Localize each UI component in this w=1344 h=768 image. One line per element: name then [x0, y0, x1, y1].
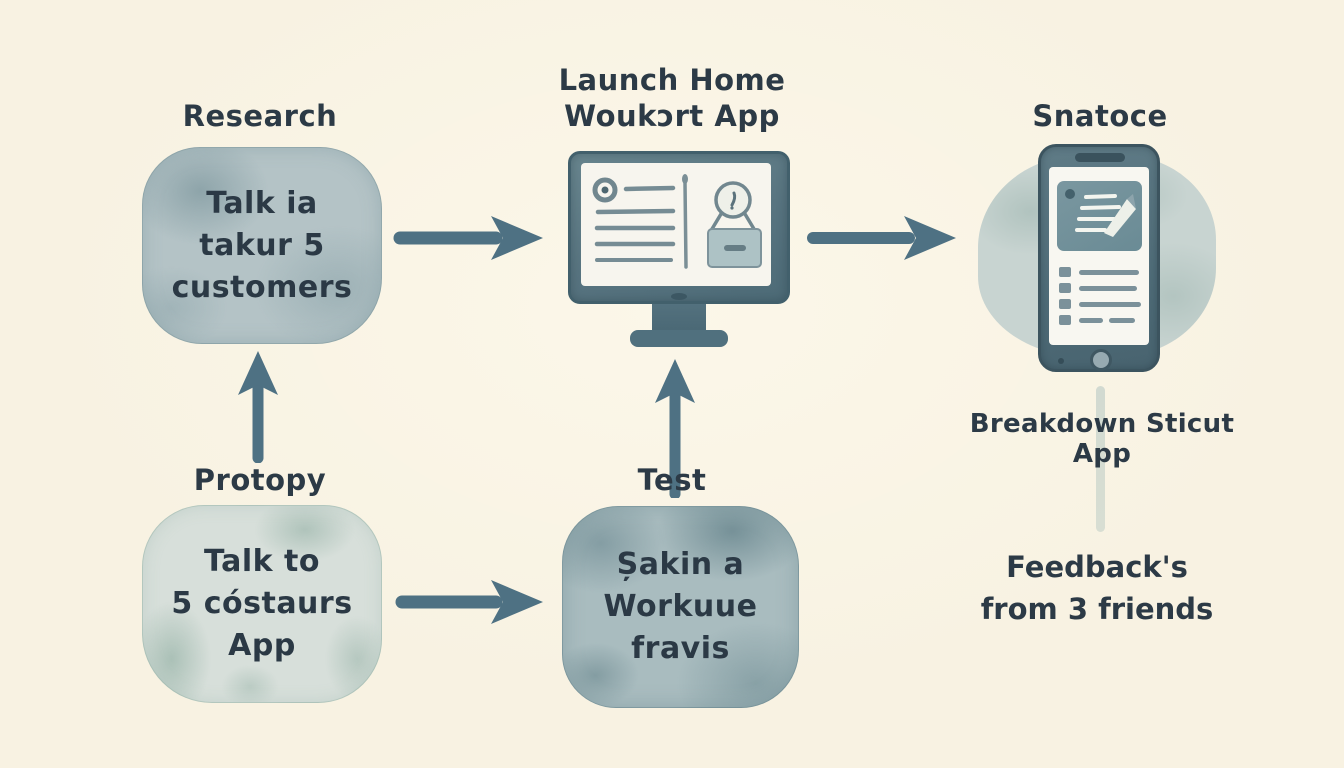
- monitor-stand-base: [630, 330, 728, 347]
- phone-screen-card: [1057, 181, 1142, 251]
- protopy-node-text: Talk to 5 cóstaurs App: [171, 541, 352, 667]
- protopy-node-title: Protopy: [193, 463, 327, 497]
- research-text-line3: customers: [171, 269, 353, 305]
- phone-camera-dot: [1058, 358, 1064, 364]
- checkbox-icon: [1059, 299, 1071, 309]
- test-node-box: Șakin a Workuue fravis: [562, 506, 799, 708]
- research-node-text: Talk ia takur 5 customers: [172, 183, 353, 309]
- list-line: [1079, 301, 1141, 307]
- list-line: [1079, 285, 1137, 291]
- research-node-box: Talk ia takur 5 customers: [142, 147, 382, 344]
- monitor-chin-dot: [671, 293, 687, 300]
- protopy-text-line1: Talk to: [204, 544, 320, 579]
- test-text-line3: fravis: [631, 631, 730, 666]
- phone-speaker: [1075, 153, 1125, 162]
- protopy-node-box: Talk to 5 cóstaurs App: [142, 505, 382, 703]
- phone-list-row: [1059, 283, 1137, 293]
- feedback-note-line2: from 3 friends: [980, 592, 1214, 626]
- phone-home-button: [1090, 349, 1112, 371]
- monitor-stand-neck: [652, 304, 706, 332]
- breakdown-note: Breakdown Sticut App: [969, 409, 1235, 469]
- snatoce-node-title: Snatoce: [1032, 99, 1168, 133]
- research-text-line2: takur 5: [199, 227, 325, 263]
- arrow-up-protopy-to-research-icon: [238, 351, 278, 463]
- arrow-right-protopy-to-test-icon: [395, 580, 543, 624]
- arrow-up-test-to-launch-icon: [655, 359, 695, 498]
- feedback-note-line1: Feedback's: [1006, 550, 1188, 584]
- protopy-text-line2: 5 cóstaurs: [171, 586, 353, 621]
- research-text-line1: Talk ia: [206, 185, 318, 221]
- launch-title-line2: Woukɔrt App: [564, 99, 780, 133]
- launch-title-line1: Launch Home: [558, 63, 786, 97]
- checkbox-icon: [1059, 283, 1071, 293]
- arrow-right-research-to-launch-icon: [393, 216, 543, 260]
- arrow-right-launch-to-snatoce-icon: [807, 216, 956, 260]
- phone-list-row: [1059, 315, 1135, 325]
- phone-screen: [1049, 167, 1149, 345]
- faint-connector-line: [1096, 386, 1105, 532]
- phone-list-row: [1059, 267, 1139, 277]
- feedback-note: Feedback's from 3 friends: [947, 546, 1247, 630]
- phone-card-content: [1065, 189, 1136, 237]
- smartphone-icon: [1038, 144, 1160, 372]
- test-text-line1: Șakin a: [616, 547, 745, 582]
- test-node-text: Șakin a Workuue fravis: [604, 544, 758, 670]
- checkbox-icon: [1059, 267, 1071, 277]
- checkbox-icon: [1059, 315, 1071, 325]
- monitor-screen: [581, 163, 771, 286]
- research-node-title: Research: [182, 99, 338, 133]
- phone-list-row: [1059, 299, 1141, 309]
- test-node-title: Test: [637, 463, 707, 497]
- launch-node-title: Launch Home Woukɔrt App: [527, 62, 817, 134]
- list-line: [1109, 317, 1135, 323]
- desktop-monitor-icon: [568, 151, 790, 347]
- protopy-text-line3: App: [228, 628, 296, 663]
- monitor-screen-content: [592, 174, 762, 269]
- list-line: [1079, 317, 1103, 323]
- test-text-line2: Workuue: [603, 589, 758, 624]
- list-line: [1079, 269, 1139, 275]
